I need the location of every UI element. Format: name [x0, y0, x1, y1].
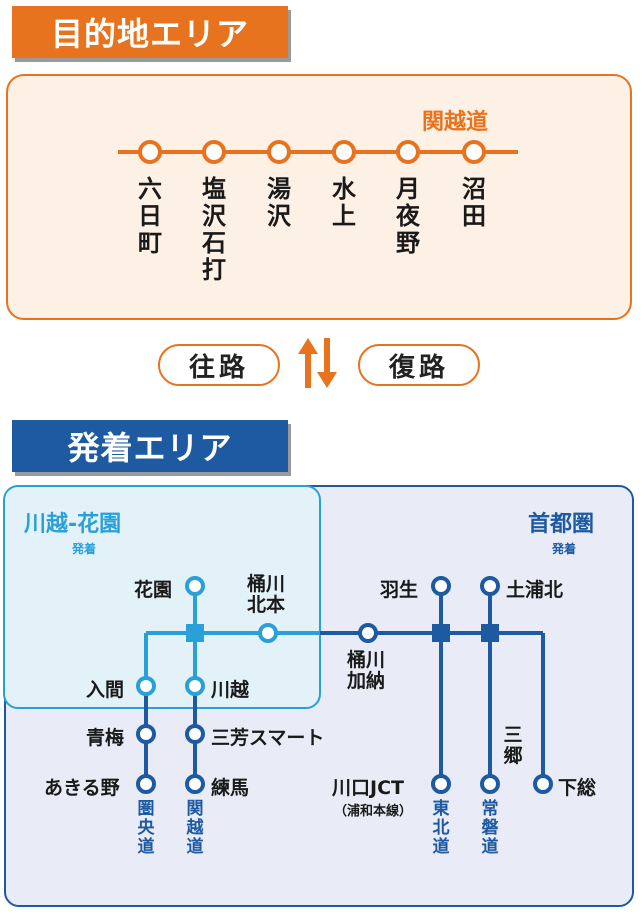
label-miyoshi: 三芳スマート [211, 727, 325, 749]
station-tsukiyono: 月夜野 [396, 175, 420, 257]
stop-numata [462, 140, 486, 164]
road-joban: 常磐道 [481, 799, 499, 858]
label-kawagoe: 川越 [211, 679, 250, 701]
junction-joban [481, 624, 499, 642]
label-kawaguchi: 川口JCT [332, 777, 404, 799]
label-akiruno: あきる野 [44, 777, 120, 799]
kawagoe-area-panel [3, 485, 321, 709]
label-nerima: 練馬 [211, 777, 250, 799]
label-ome: 青梅 [86, 727, 125, 749]
direction-arrows [298, 338, 337, 388]
road-tohoku: 東北道 [432, 799, 450, 858]
station-muikamachi: 六日町 [138, 175, 162, 257]
label-iruma: 入間 [86, 679, 125, 701]
stop-joban-end [480, 774, 500, 794]
stop-yuzawa [267, 140, 291, 164]
label-kawaguchi-sub: （浦和本線） [334, 804, 413, 819]
stop-kawaguchi [431, 774, 451, 794]
stop-hanyu [431, 576, 451, 596]
station-shiozawa-ishiuchi: 塩沢石打 [202, 175, 226, 284]
destination-stops [138, 140, 486, 164]
station-minakami: 水上 [332, 175, 356, 230]
stop-nerima [185, 774, 205, 794]
junction-kanetsu [186, 624, 204, 642]
junction-tohoku [432, 624, 450, 642]
dark-blue-lines [144, 586, 545, 784]
stop-okegawa-kano [358, 623, 378, 643]
stop-muikamachi [138, 140, 162, 164]
stop-ome [136, 724, 156, 744]
kawagoe-area-sub: 発着 [72, 542, 97, 556]
stop-shimofusa [533, 774, 553, 794]
label-okegawa-kitamoto: 桶川 北本 [247, 573, 286, 616]
stop-shiozawa [202, 140, 226, 164]
shuto-area-sub: 発着 [552, 542, 577, 556]
stop-kawagoe [185, 676, 205, 696]
road-kenodo: 圏央道 [137, 799, 155, 858]
label-shimofusa: 下総 [558, 777, 597, 799]
station-yuzawa: 湯沢 [267, 175, 291, 230]
stop-minakami [332, 140, 356, 164]
station-numata: 沼田 [462, 175, 486, 230]
stop-hanazono [185, 576, 205, 596]
kawagoe-area-name: 川越‐花園 [24, 512, 122, 537]
label-okegawa-kano: 桶川 加納 [347, 649, 386, 692]
stop-akiruno [136, 774, 156, 794]
stop-okegawa-kitamoto [258, 623, 278, 643]
stop-tsuchiura-kita [480, 576, 500, 596]
return-label: 復路 [358, 344, 480, 386]
label-tsuchiura-kita: 土浦北 [506, 579, 564, 601]
destination-area-title: 目的地エリア [12, 6, 288, 58]
shuto-area-name: 首都圏 [528, 512, 595, 537]
label-hanyu: 羽生 [380, 579, 419, 601]
label-misato: 三郷 [503, 724, 523, 768]
stop-tsukiyono [396, 140, 420, 164]
kanetsu-label: 関越道 [422, 110, 489, 135]
label-hanazono: 花園 [134, 579, 173, 601]
outbound-label: 往路 [158, 344, 280, 386]
departure-area-title: 発着エリア [12, 420, 288, 472]
road-kanetsu: 関越道 [186, 799, 204, 858]
destination-panel [6, 74, 632, 320]
stop-miyoshi [185, 724, 205, 744]
stop-iruma [136, 676, 156, 696]
